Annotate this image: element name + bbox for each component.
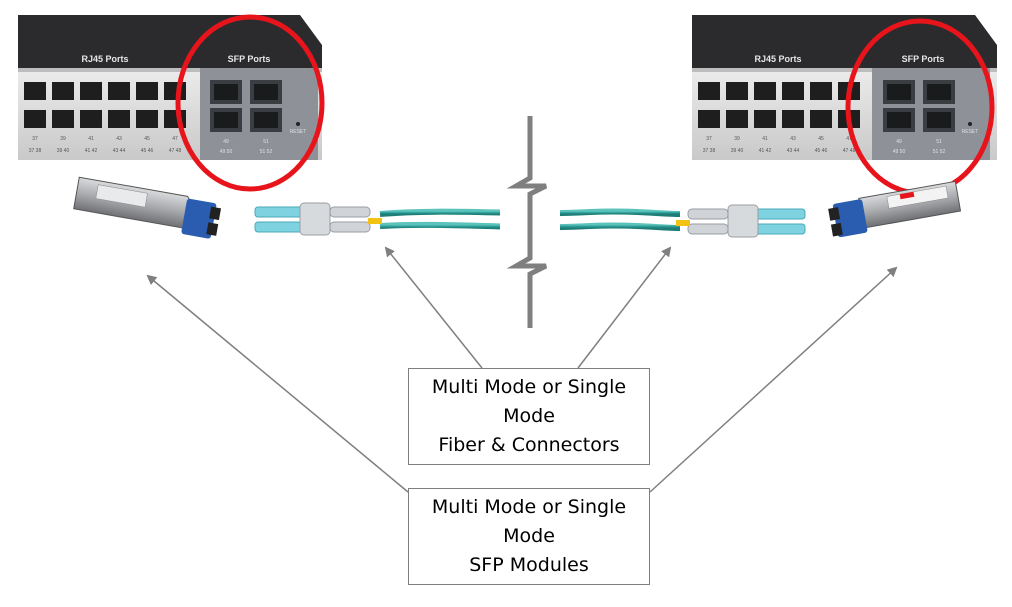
right-port-pair-3: 41 42 <box>759 148 772 154</box>
left-port-num-6: 47 <box>172 136 178 142</box>
left-switch: RJ45 Ports SFP Ports 37 39 41 43 45 47 3… <box>18 14 325 192</box>
right-port-num-5: 45 <box>818 136 824 142</box>
right-sfp-pair-2: 51 52 <box>933 149 946 155</box>
right-switch: RJ45 Ports SFP Ports 37 39 41 43 45 47 3… <box>692 15 997 196</box>
left-port-num-2: 39 <box>60 136 66 142</box>
fiber-callout-box: Multi Mode or Single Mode Fiber & Connec… <box>408 368 650 465</box>
left-sfp-num-2: 51 <box>263 139 269 145</box>
left-port-num-4: 43 <box>116 136 122 142</box>
left-port-num-5: 45 <box>144 136 150 142</box>
left-lc-connector-icon <box>254 202 382 236</box>
arrow-to-right-sfp <box>649 266 898 493</box>
sfp-callout-line-3: SFP Modules <box>469 554 589 576</box>
right-sfp-cages <box>883 80 955 132</box>
right-rj45-label: RJ45 Ports <box>754 54 801 64</box>
right-rj45-ports <box>698 82 860 128</box>
right-port-num-2: 39 <box>734 136 740 142</box>
left-port-num-1: 37 <box>32 136 38 142</box>
left-rj45-label: RJ45 Ports <box>81 54 128 64</box>
sfp-callout-line-1: Multi Mode or Single <box>431 496 627 518</box>
left-port-pair-3: 41 42 <box>85 148 98 154</box>
fiber-callout-line-2: Mode <box>503 405 555 427</box>
left-port-num-3: 41 <box>88 136 94 142</box>
right-sfp-pair-1: 49 50 <box>893 149 906 155</box>
right-sfp-num-2: 51 <box>936 139 942 145</box>
right-reset-button-icon <box>968 122 972 126</box>
left-reset-button-icon <box>296 122 300 126</box>
right-port-pair-4: 43 44 <box>787 148 800 154</box>
left-sfp-highlight-circle <box>175 14 325 192</box>
left-port-pair-1: 37 38 <box>29 148 42 154</box>
fiber-patch-cable <box>254 202 806 238</box>
right-port-num-6: 47 <box>846 136 852 142</box>
right-port-num-1: 37 <box>706 136 712 142</box>
left-port-pair-5: 45 46 <box>141 148 154 154</box>
right-port-pair-1: 37 38 <box>703 148 716 154</box>
left-sfp-cages <box>210 80 282 132</box>
distance-break-icon <box>500 116 560 328</box>
left-port-pair-4: 43 44 <box>113 148 126 154</box>
left-sfp-label: SFP Ports <box>228 54 271 64</box>
right-port-pair-5: 45 46 <box>815 148 828 154</box>
left-port-pair-2: 39 40 <box>57 148 70 154</box>
sfp-callout-box: Multi Mode or Single Mode SFP Modules <box>408 488 650 585</box>
right-sfp-label: SFP Ports <box>902 54 945 64</box>
right-port-num-4: 43 <box>790 136 796 142</box>
left-rj45-ports <box>24 82 186 128</box>
left-sfp-module-icon <box>73 176 222 239</box>
right-sfp-module-icon <box>828 180 962 238</box>
left-reset-label: RESET <box>290 129 307 135</box>
fiber-callout-line-3: Fiber & Connectors <box>438 434 620 456</box>
arrow-to-left-fiber <box>384 246 483 369</box>
arrow-to-right-fiber <box>577 246 672 369</box>
sfp-callout-line-2: Mode <box>503 525 555 547</box>
left-sfp-pair-2: 51 52 <box>260 149 273 155</box>
left-port-pair-6: 47 48 <box>169 148 182 154</box>
right-port-num-3: 41 <box>762 136 768 142</box>
right-port-pair-2: 39 40 <box>731 148 744 154</box>
right-reset-label: RESET <box>962 129 979 135</box>
right-lc-connector-icon <box>676 204 806 238</box>
left-sfp-pair-1: 49 50 <box>220 149 233 155</box>
arrow-to-left-sfp <box>146 274 409 493</box>
callout-arrows <box>146 246 898 493</box>
fiber-callout-line-1: Multi Mode or Single <box>431 376 627 398</box>
left-sfp-num-1: 49 <box>223 139 229 145</box>
right-sfp-num-1: 49 <box>896 139 902 145</box>
right-port-pair-6: 47 48 <box>843 148 856 154</box>
